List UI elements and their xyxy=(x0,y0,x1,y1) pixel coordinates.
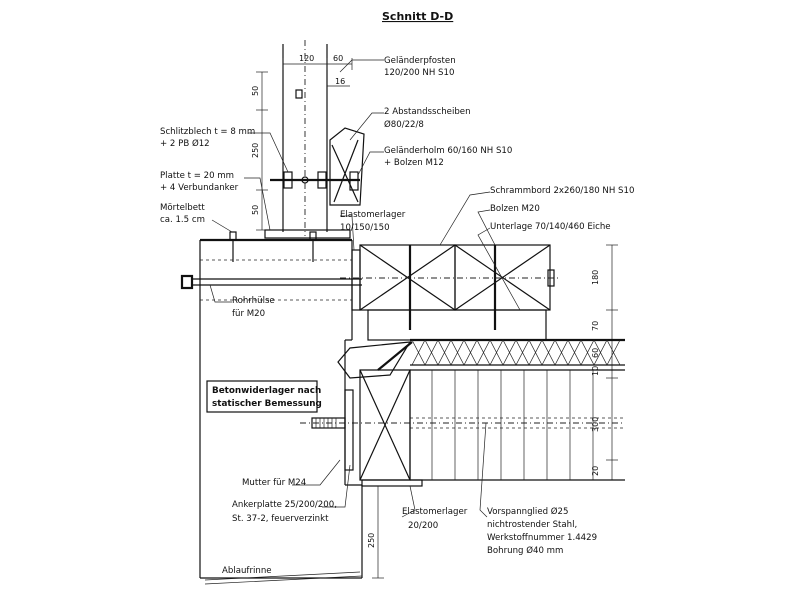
label-unterlage: Unterlage 70/140/460 Eiche xyxy=(490,222,611,232)
leader-lines xyxy=(209,59,521,518)
label-widerlager-2: statischer Bemessung xyxy=(212,399,322,409)
label-moertel-2: ca. 1.5 cm xyxy=(160,215,205,225)
upper-elastomer-bearing xyxy=(351,249,361,311)
label-gelaenderpfosten-1: Geländerpfosten xyxy=(384,56,456,66)
label-ankerplatte-1: Ankerplatte 25/200/200, xyxy=(232,500,337,510)
deck-end-block xyxy=(337,341,413,481)
label-elastomer-oben-2: 10/150/150 xyxy=(340,223,390,233)
dimension-chain-right: 180 70 60 10 300 20 xyxy=(591,244,618,481)
dim-50-bottom: 50 xyxy=(251,205,260,215)
label-elastomer-unten-1: Elastomerlager xyxy=(402,507,468,517)
oak-underlay xyxy=(367,309,547,341)
label-platte-2: + 4 Verbundanker xyxy=(160,183,239,193)
dim-250-post: 250 xyxy=(251,143,260,158)
label-schlitzblech-1: Schlitzblech t = 8 mm xyxy=(160,127,255,137)
dim-60-vert: 60 xyxy=(591,348,600,358)
dim-70: 70 xyxy=(591,321,600,331)
curb-beams xyxy=(340,244,558,330)
label-bolzen: Bolzen M20 xyxy=(490,204,540,214)
label-widerlager-1: Betonwiderlager nach xyxy=(212,386,321,396)
label-schlitzblech-2: + 2 PB Ø12 xyxy=(160,138,210,149)
label-vorspann-4: Bohrung Ø40 mm xyxy=(487,545,563,556)
label-abstandsscheiben-2: Ø80/22/8 xyxy=(384,119,424,130)
dim-50-top: 50 xyxy=(251,86,260,96)
railing-post xyxy=(270,40,360,236)
drawing-title: Schnitt D-D xyxy=(382,10,453,23)
dim-120: 120 xyxy=(299,54,314,63)
label-platte-1: Platte t = 20 mm xyxy=(160,171,234,181)
dim-20: 20 xyxy=(591,466,600,476)
dimension-lower: 250 xyxy=(367,486,384,579)
base-plate xyxy=(200,229,352,262)
label-vorspann-2: nichtrostender Stahl, xyxy=(487,520,577,530)
dim-300: 300 xyxy=(591,417,600,432)
annotation-labels: Geländerpfosten 120/200 NH S10 2 Abstand… xyxy=(160,56,634,576)
dim-250-lower: 250 xyxy=(367,533,376,548)
label-rohrhuelse-2: für M20 xyxy=(232,309,265,319)
upper-anchor-bolt xyxy=(180,259,362,301)
label-elastomer-unten-2: 20/200 xyxy=(408,521,438,531)
label-gelaenderpfosten-2: 120/200 NH S10 xyxy=(384,68,454,78)
dim-16: 16 xyxy=(335,77,345,86)
label-vorspann-3: Werkstoffnummer 1.4429 xyxy=(487,533,597,543)
handrail-section xyxy=(329,127,365,206)
label-elastomer-oben-1: Elastomerlager xyxy=(340,210,406,220)
label-gelaenderholm-2: + Bolzen M12 xyxy=(384,158,444,168)
deck-surface-layer xyxy=(410,338,625,371)
dim-60: 60 xyxy=(333,54,343,63)
label-schrammbord: Schrammbord 2x260/180 NH S10 xyxy=(490,186,634,196)
label-rohrhuelse-1: Rohrhülse xyxy=(232,296,275,306)
label-gelaenderholm-1: Geländerholm 60/160 NH S10 xyxy=(384,146,512,156)
label-vorspann-1: Vorspannglied Ø25 xyxy=(487,506,569,517)
deck-planks xyxy=(300,370,625,481)
label-ankerplatte-2: St. 37-2, feuerverzinkt xyxy=(232,514,329,524)
label-ablaufrinne: Ablaufrinne xyxy=(222,566,272,576)
widerlager-note-box xyxy=(206,380,318,413)
label-abstandsscheiben-1: 2 Abstandsscheiben xyxy=(384,107,471,117)
label-mutter: Mutter für M24 xyxy=(242,478,306,488)
dim-10: 10 xyxy=(591,366,600,376)
label-moertel-1: Mörtelbett xyxy=(160,203,205,213)
lower-elastomer-bearing xyxy=(361,479,423,487)
anchor-plate-lower xyxy=(311,389,354,471)
dim-180: 180 xyxy=(591,270,600,285)
